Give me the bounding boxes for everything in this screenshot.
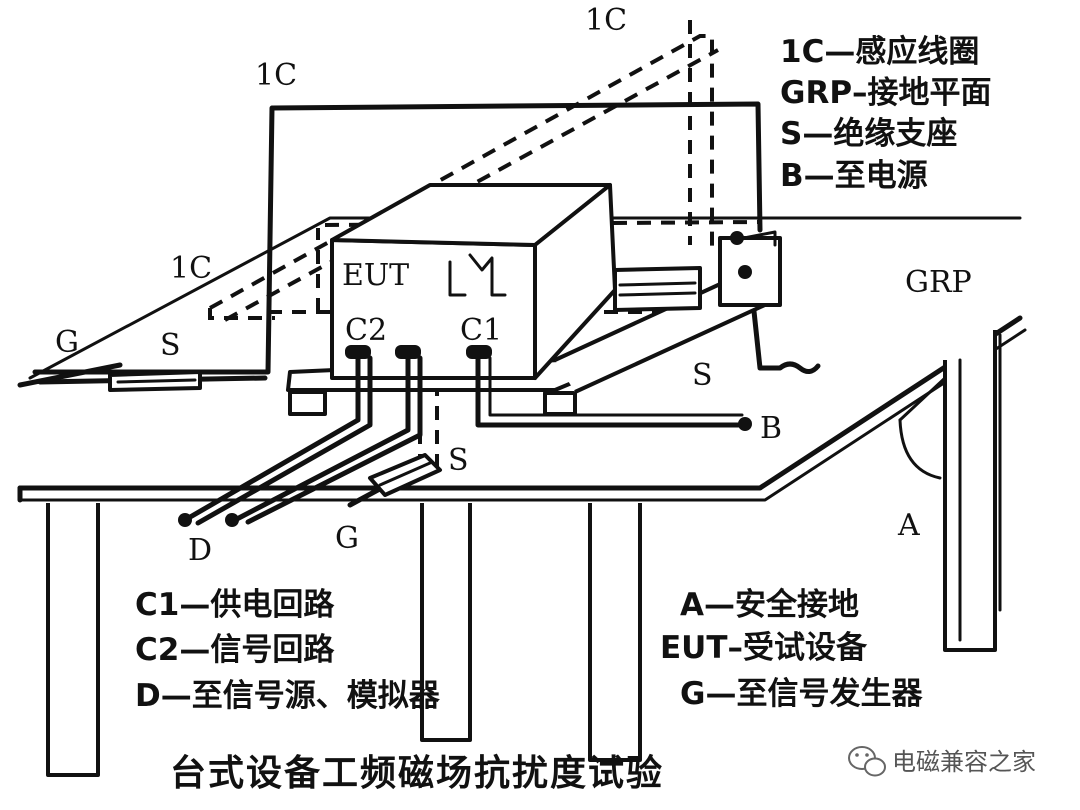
legend-top-item: GRP–接地平面: [780, 75, 992, 111]
cable-end-d: [178, 513, 192, 527]
cable-c1-power: [475, 355, 745, 428]
label-1c-mid: 1C: [255, 58, 297, 93]
watermark-text: 电磁兼容之家: [892, 748, 1036, 776]
power-unit: [613, 266, 702, 312]
label-eut: EUT: [342, 258, 409, 293]
cable-end-d: [225, 513, 239, 527]
legend-top-item: B—至电源: [780, 158, 928, 194]
cable-end-b: [738, 417, 752, 431]
legend-top: 1C—感应线圈 GRP–接地平面 S—绝缘支座 B—至电源: [780, 34, 992, 194]
table-top-front-edge: [17, 315, 1023, 491]
coil-back-loop: [209, 34, 714, 310]
legend-bottom-left: C1—供电回路 C2—信号回路 D—至信号源、模拟器: [135, 587, 441, 714]
figure-caption: 台式设备工频磁场抗扰度试验: [170, 752, 664, 794]
label-grp: GRP: [905, 265, 972, 300]
table-leg: [943, 330, 997, 652]
legend-bottom-right: A—安全接地 EUT–受试设备 G—至信号发生器: [660, 587, 923, 712]
diagram-labels: 1C 1C 1C GRP EUT C2 C1 G S S S B D G A: [55, 3, 972, 568]
cable-c2-b: [232, 355, 411, 523]
c1-connector: [466, 345, 492, 359]
c2-connector: [345, 345, 371, 359]
cable-g-left: [17, 362, 123, 388]
eut-box: [286, 183, 782, 416]
legend-top-item: 1C—感应线圈: [780, 34, 979, 70]
watermark: 电磁兼容之家: [848, 746, 1036, 777]
cable-c2-a: [182, 355, 361, 523]
legend-top-item: S—绝缘支座: [780, 116, 957, 152]
terminal-dot: [730, 231, 744, 245]
c2-connector: [395, 345, 421, 359]
label-1c-left: 1C: [170, 251, 212, 286]
insulating-support: [288, 390, 327, 416]
label-s-left: S: [160, 328, 181, 363]
legend-bottom-left-item: D—至信号源、模拟器: [135, 678, 441, 714]
coil-lead-right: [744, 242, 821, 374]
label-s-right: S: [692, 358, 713, 393]
label-d: D: [188, 533, 212, 568]
test-table: [17, 216, 1027, 777]
label-1c-top: 1C: [585, 3, 627, 38]
label-g-bottom: G: [335, 521, 359, 556]
table-leg: [420, 503, 472, 742]
table-leg: [588, 503, 642, 762]
label-c1: C1: [460, 313, 502, 348]
safety-ground-arc: [898, 418, 942, 480]
label-c2: C2: [345, 313, 387, 348]
table-leg: [46, 503, 100, 777]
wechat-icon: [848, 746, 886, 777]
label-g-left: G: [55, 325, 79, 360]
label-b: B: [760, 411, 782, 446]
legend-bottom-left-item: C1—供电回路: [135, 587, 335, 623]
cables: [17, 345, 752, 527]
label-a: A: [897, 508, 920, 543]
legend-bottom-right-item: A—安全接地: [680, 587, 859, 623]
legend-bottom-right-item: EUT–受试设备: [660, 630, 868, 666]
legend-bottom-left-item: C2—信号回路: [135, 632, 335, 668]
table-back-edge: [28, 216, 1022, 380]
label-s-front: S: [448, 443, 469, 478]
legend-bottom-right-item: G—至信号发生器: [680, 676, 923, 712]
